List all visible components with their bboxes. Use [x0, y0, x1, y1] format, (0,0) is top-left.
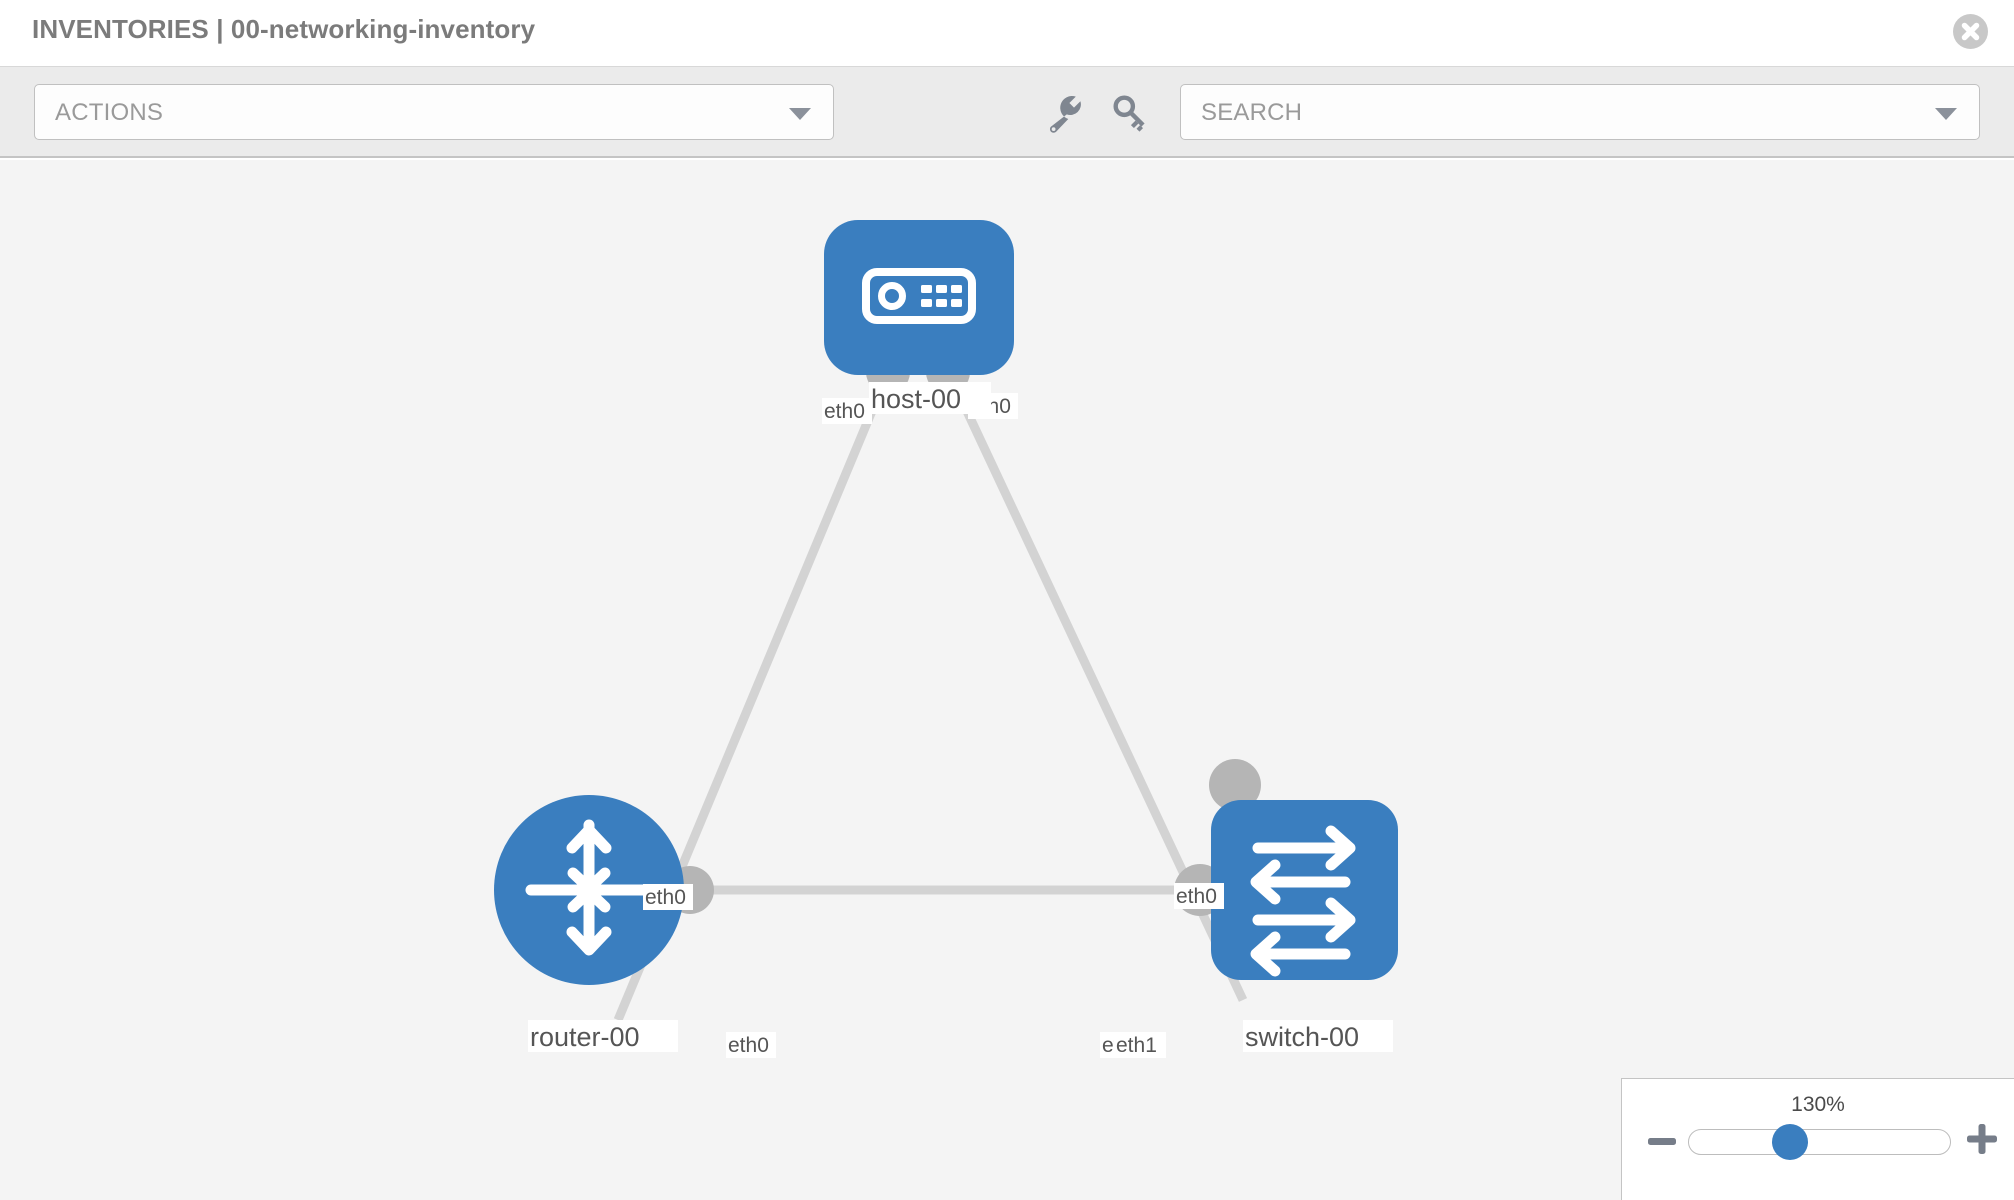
chevron-down-icon[interactable]: [1935, 108, 1957, 120]
topology-interface-nubs: [666, 350, 1261, 916]
node-router-00[interactable]: [494, 795, 684, 985]
search-placeholder: SEARCH: [1201, 99, 1303, 126]
topology-edges: [613, 373, 1248, 1022]
zoom-control-panel: 130%: [1621, 1078, 2014, 1200]
page-title: INVENTORIES | 00-networking-inventory: [32, 14, 536, 44]
edge-label-router-eth0-switch: eth0: [728, 1034, 769, 1057]
edge-label-switch-eth0-host: eth0: [1176, 885, 1217, 908]
zoom-slider-thumb[interactable]: [1772, 1124, 1808, 1160]
switch-arrows-icon: [1250, 825, 1356, 977]
search-input[interactable]: SEARCH: [1180, 84, 1980, 140]
topology-canvas[interactable]: eth0 eth0 eth0 eth0 eth0 eth0 eth1: [0, 160, 2014, 1200]
server-icon: [862, 268, 976, 324]
router-arrows-icon: [525, 819, 653, 956]
node-host-00-shape[interactable]: [824, 220, 1014, 375]
edge-label-switch-eth1: eth1: [1116, 1034, 1157, 1057]
wrench-icon[interactable]: [1041, 90, 1087, 136]
title-bar: INVENTORIES | 00-networking-inventory: [0, 0, 2014, 67]
topology-edge-labels: eth0 eth0 eth0 eth0 eth0 eth0 eth1: [643, 393, 1224, 1058]
chevron-down-icon: [789, 108, 811, 120]
key-icon[interactable]: [1108, 90, 1154, 136]
interface-nub-switch-eth0[interactable]: [1209, 759, 1261, 811]
zoom-percent-label: 130%: [1791, 1093, 1845, 1116]
topology-node-labels: host-00 router-00 switch-00: [528, 382, 1393, 1052]
node-label-host-00: host-00: [871, 384, 961, 414]
zoom-in-icon[interactable]: [1964, 1121, 2000, 1157]
close-icon[interactable]: [1953, 14, 1988, 49]
node-label-router-00: router-00: [530, 1022, 640, 1052]
zoom-out-icon[interactable]: [1646, 1125, 1678, 1157]
edge-label-host-eth0-left: eth0: [824, 400, 865, 423]
zoom-slider-track[interactable]: [1688, 1129, 1951, 1155]
node-host-00[interactable]: [824, 220, 1014, 375]
edge-label-router-eth0-host: eth0: [645, 886, 686, 909]
actions-dropdown-label: ACTIONS: [55, 99, 164, 126]
node-label-switch-00: switch-00: [1245, 1022, 1359, 1052]
node-switch-00[interactable]: [1211, 800, 1398, 980]
actions-dropdown[interactable]: ACTIONS: [34, 84, 834, 140]
topology-graph[interactable]: eth0 eth0 eth0 eth0 eth0 eth0 eth1: [0, 160, 2014, 1200]
